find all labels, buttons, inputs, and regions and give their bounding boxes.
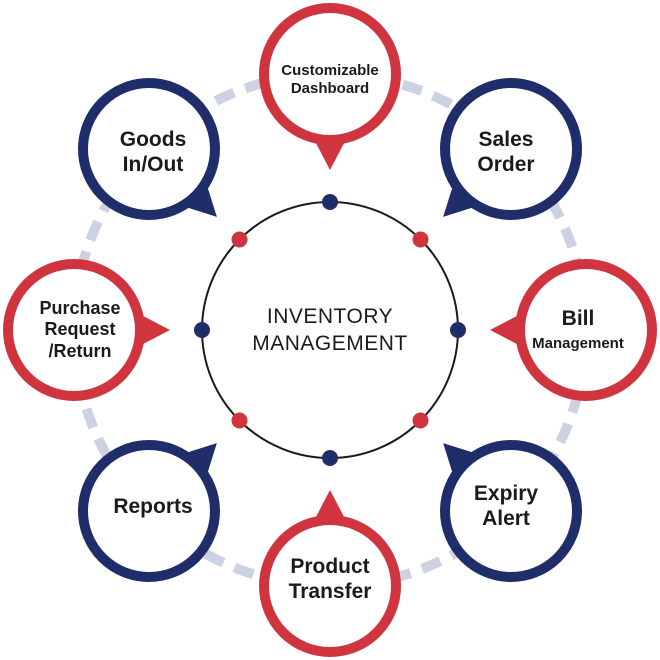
node-circle-layer <box>3 3 657 657</box>
node-label-line: Customizable <box>281 62 379 80</box>
node-label-customizable-dashboard: Customizable Dashboard <box>270 20 390 140</box>
node-label-line: Management <box>532 335 624 353</box>
node-circle-sales-order <box>440 77 583 220</box>
node-label-line: Transfer <box>288 580 372 603</box>
ring-dot-product-transfer <box>322 450 338 466</box>
node-label-expiry-alert: Expiry Alert <box>446 447 566 567</box>
center-title: INVENTORY MANAGEMENT <box>228 290 432 370</box>
center-title-line1: INVENTORY <box>266 304 394 328</box>
node-label-line: Reports <box>113 494 193 518</box>
node-label-line: Product <box>290 555 370 579</box>
node-label-line: Bill <box>561 307 595 331</box>
node-label-product-transfer: Product Transfer <box>270 520 390 640</box>
ring-dot-expiry-alert <box>412 412 429 429</box>
ring-dot-sales-order <box>412 231 429 248</box>
node-label-reports: Reports <box>93 447 213 567</box>
node-circle-purchase-request-return <box>3 259 145 401</box>
node-label-line: Alert <box>482 507 530 530</box>
node-label-goods-in-out: Goods In/Out <box>93 93 213 213</box>
node-circle-expiry-alert <box>440 440 583 583</box>
node-circle-product-transfer <box>259 515 401 657</box>
node-label-line: Goods <box>119 128 187 152</box>
node-label-line: In/Out <box>122 153 184 176</box>
node-label-line: Expiry <box>473 482 539 506</box>
ring-dot-purchase-request-return <box>194 322 210 338</box>
node-circle-customizable-dashboard <box>259 3 401 145</box>
node-label-line: Order <box>477 153 535 176</box>
ring-dot-goods-in-out <box>231 231 248 248</box>
ring-dot-customizable-dashboard <box>322 194 338 210</box>
ring-dot-reports <box>231 412 248 429</box>
node-circle-reports <box>77 440 220 583</box>
node-circle-bill-management <box>515 259 657 401</box>
node-circle-goods-in-out <box>77 77 220 220</box>
node-label-purchase-request-return: Purchase Request /Return <box>20 270 140 390</box>
node-label-line: Dashboard <box>290 80 370 97</box>
node-label-line: Purchase <box>39 298 121 319</box>
node-label-line: /Return <box>48 340 112 361</box>
node-label-line: Request <box>44 319 116 340</box>
ring-dot-bill-management <box>450 322 466 338</box>
ring-dot-layer <box>194 194 466 466</box>
node-label-bill-management: Bill Management <box>518 270 638 390</box>
node-label-line: Sales <box>478 128 534 152</box>
center-title-line2: MANAGEMENT <box>252 332 408 355</box>
node-label-sales-order: Sales Order <box>446 93 566 213</box>
